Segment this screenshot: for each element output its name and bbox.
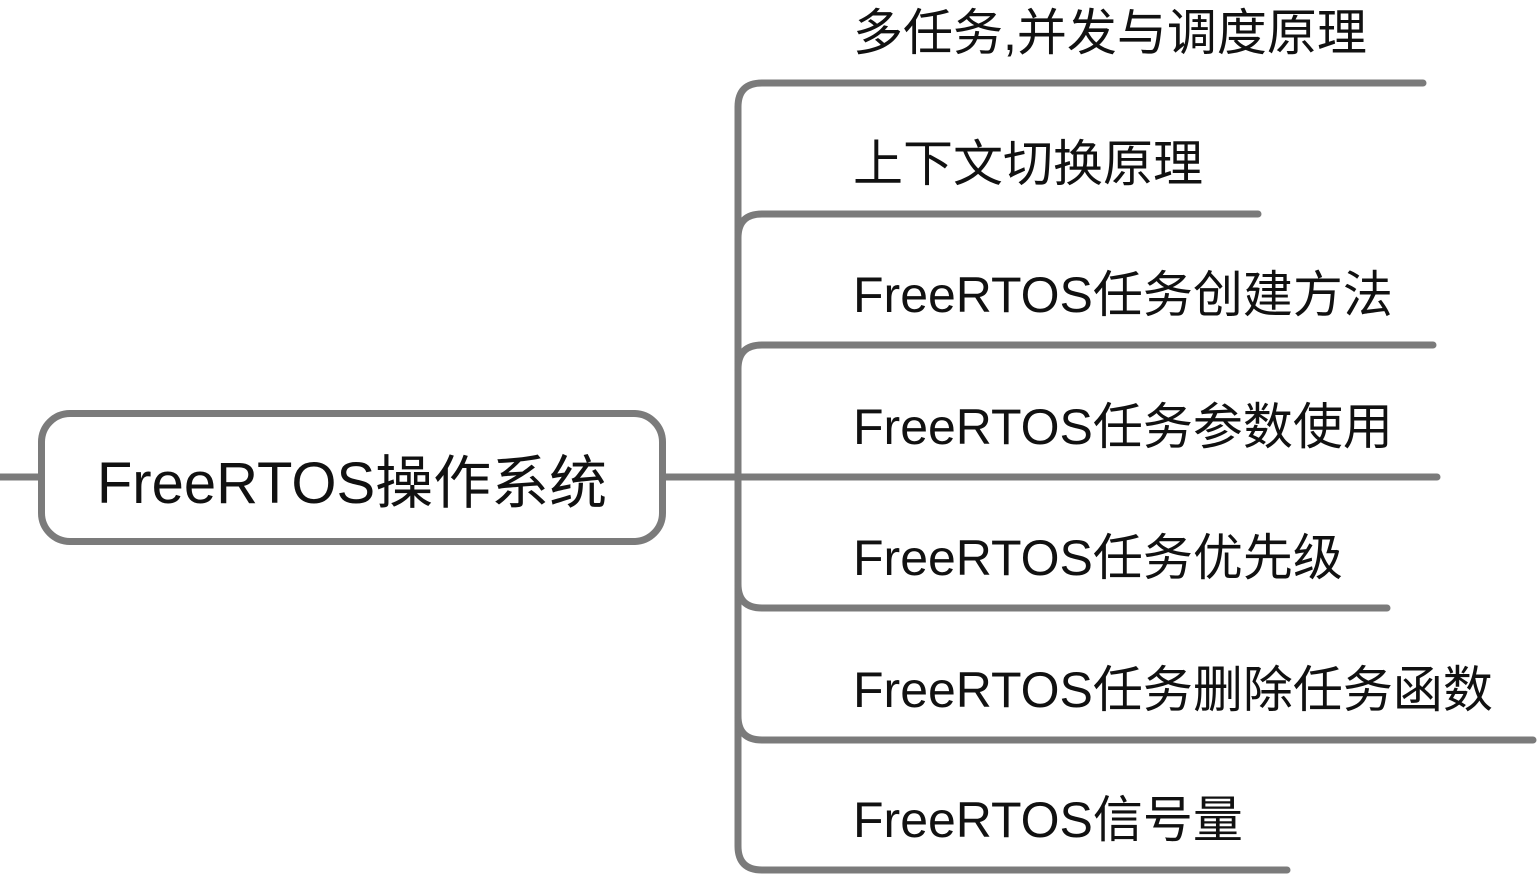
- branch-label-context-switch[interactable]: 上下文切换原理: [853, 136, 1203, 192]
- branch5-elbow-line: [734, 580, 1391, 612]
- branch2-elbow-line: [734, 210, 1262, 242]
- branch-label-semaphore[interactable]: FreeRTOS信号量: [853, 792, 1243, 848]
- branch-label-task-delete-function[interactable]: FreeRTOS任务删除任务函数: [853, 662, 1493, 718]
- branch-label-task-creation[interactable]: FreeRTOS任务创建方法: [853, 267, 1393, 323]
- branch3-elbow-line: [734, 341, 1437, 373]
- branch-label-task-priority[interactable]: FreeRTOS任务优先级: [853, 530, 1343, 586]
- branch-label-multitask-scheduling[interactable]: 多任务,并发与调度原理: [853, 5, 1367, 61]
- branch6-elbow-line: [734, 712, 1537, 744]
- root-node-label: FreeRTOS操作系统: [96, 450, 608, 516]
- branch-label-task-parameters[interactable]: FreeRTOS任务参数使用: [853, 399, 1393, 455]
- root-node[interactable]: FreeRTOS操作系统: [38, 410, 666, 545]
- trunk-branch1-branch7-line: [734, 79, 1427, 874]
